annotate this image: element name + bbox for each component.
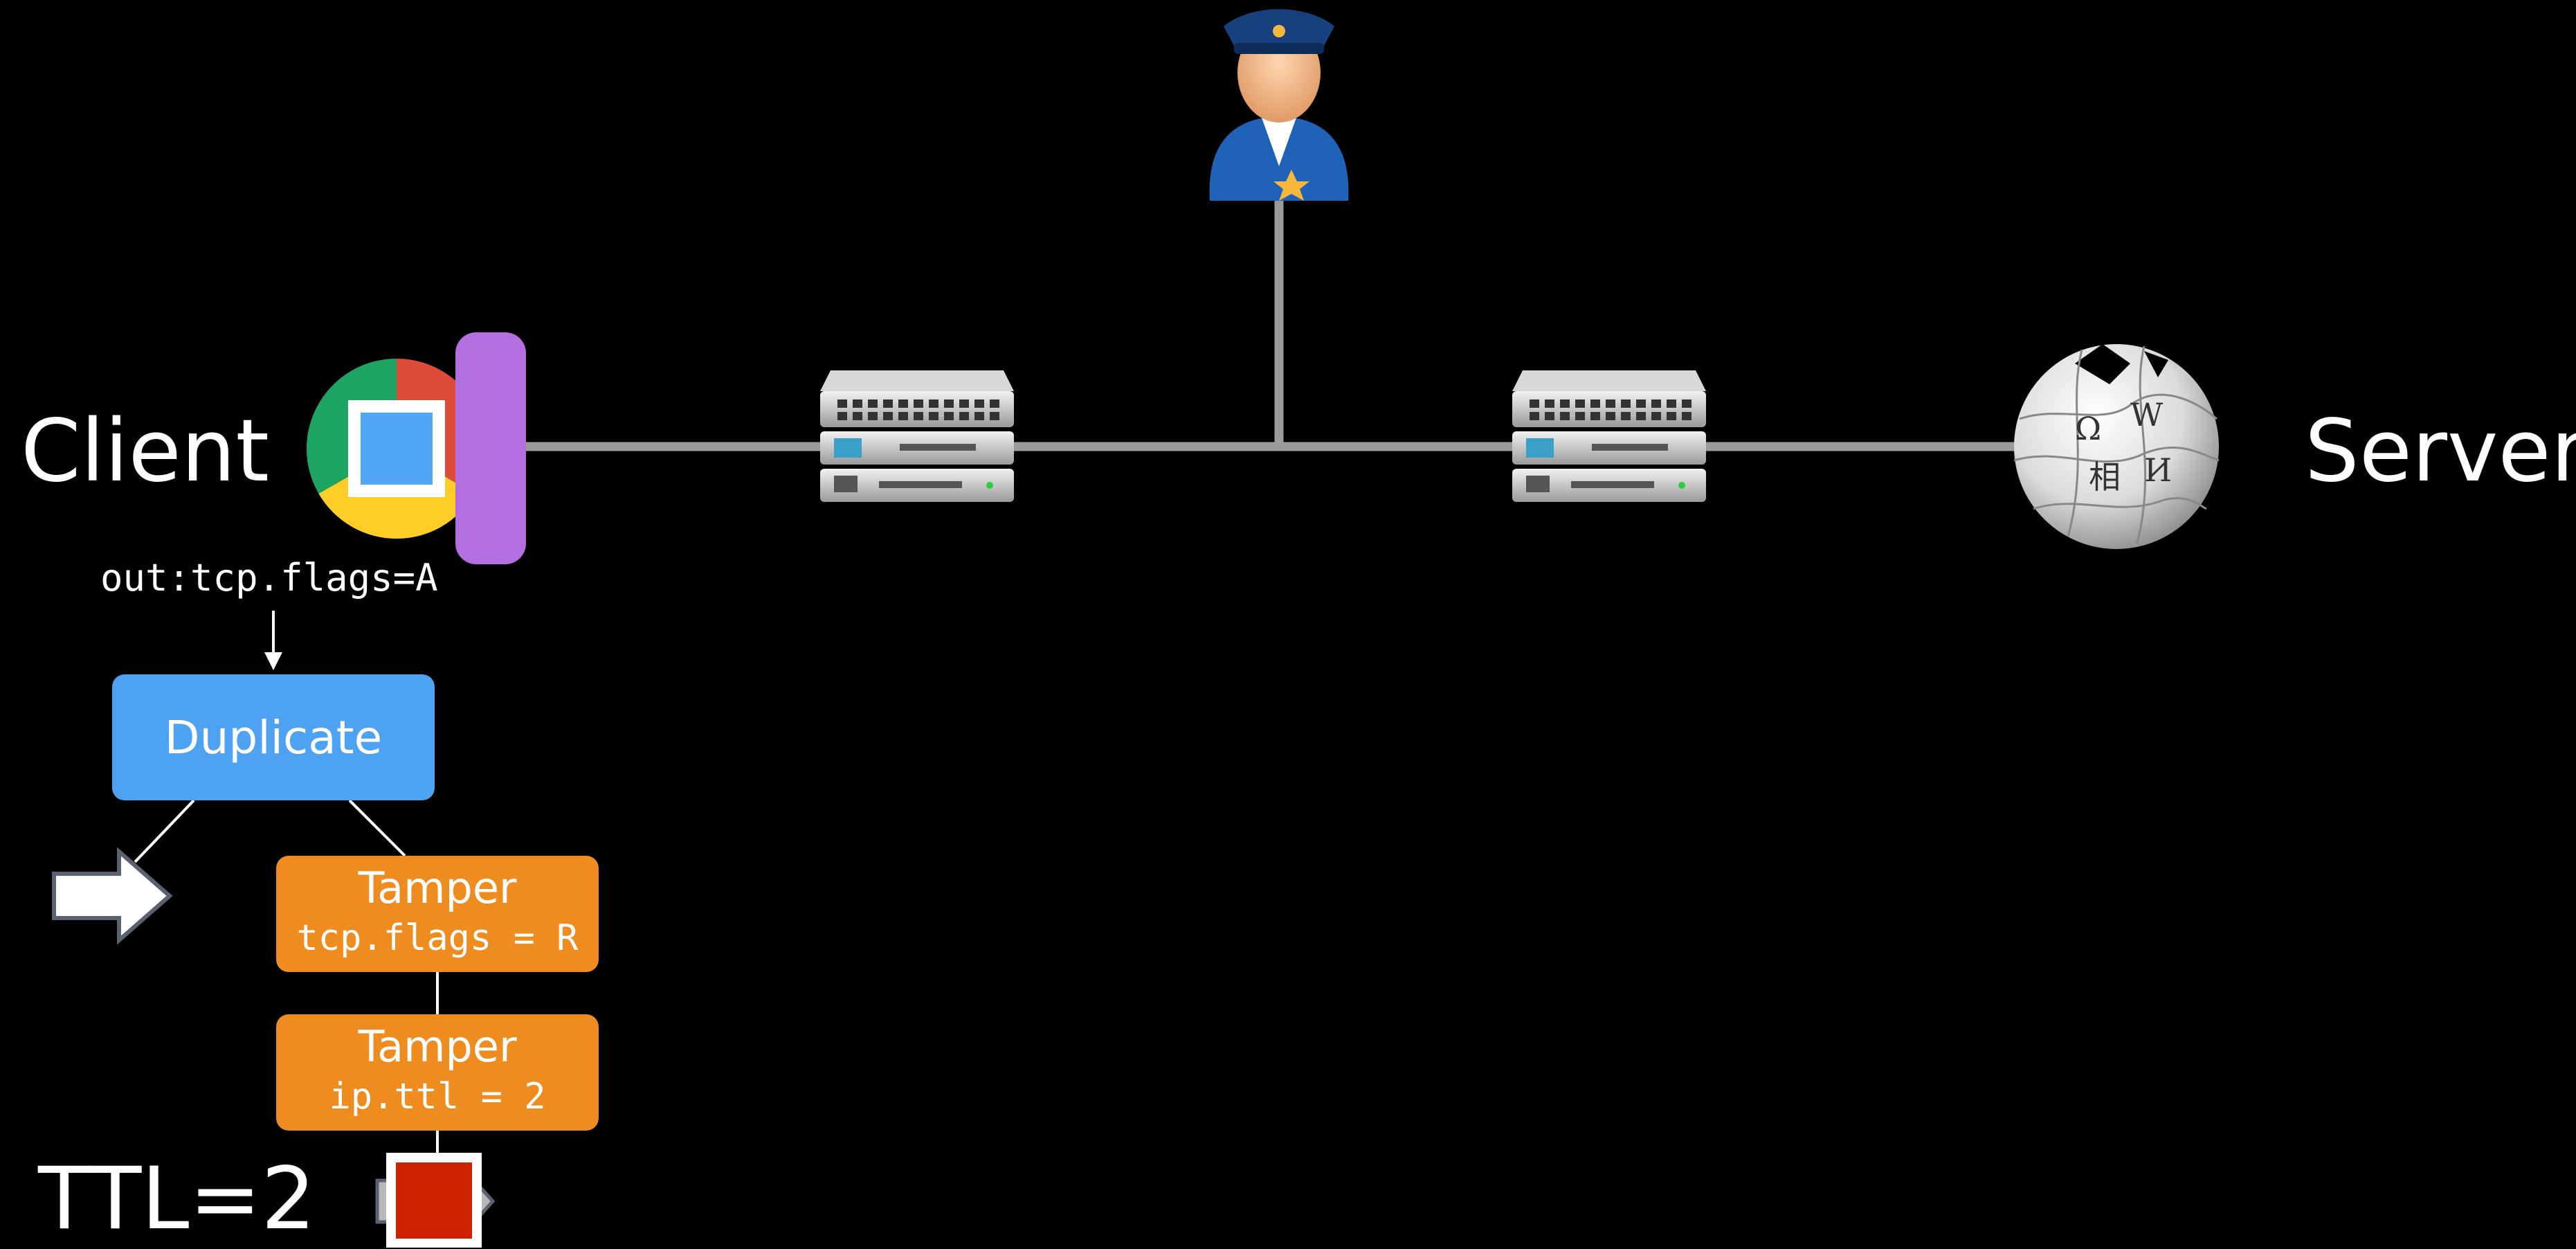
router-icon-right	[1512, 370, 1706, 502]
svg-text:И: И	[2144, 451, 2172, 489]
duplicate-action-box: Duplicate	[112, 674, 435, 800]
arrow-right-icon	[52, 847, 173, 945]
network-links	[478, 201, 2028, 451]
branch-left	[134, 799, 195, 863]
branch-right	[348, 799, 406, 857]
tamper-ttl-expression: ip.ttl = 2	[329, 1076, 546, 1117]
tamper-ttl-action-box: Tamper ip.ttl = 2	[276, 1014, 599, 1131]
censor-officer-icon	[1209, 9, 1349, 201]
tamper-ttl-title: Tamper	[358, 1021, 517, 1072]
router-icon-left	[820, 370, 1014, 502]
tamper-flags-expression: tcp.flags = R	[296, 917, 579, 959]
tamper-flags-title: Tamper	[358, 863, 517, 913]
svg-text:W: W	[2130, 396, 2164, 433]
client-label: Client	[21, 402, 269, 501]
ttl-label: TTL=2	[38, 1149, 316, 1249]
svg-text:相: 相	[2089, 458, 2121, 496]
tamper-flags-action-box: Tamper tcp.flags = R	[276, 856, 599, 972]
trigger-filter-label: out:tcp.flags=A	[100, 556, 438, 600]
red-packet-icon	[375, 1153, 496, 1248]
wikipedia-globe-icon: Ω W 相 И	[2013, 344, 2220, 549]
duplicate-label: Duplicate	[164, 710, 383, 764]
svg-text:Ω: Ω	[2075, 410, 2101, 447]
strategy-tree-lines	[134, 611, 439, 1153]
filter-arrowhead	[264, 652, 282, 670]
server-label: Server	[2305, 402, 2576, 501]
strategy-engine-bar	[455, 332, 526, 564]
